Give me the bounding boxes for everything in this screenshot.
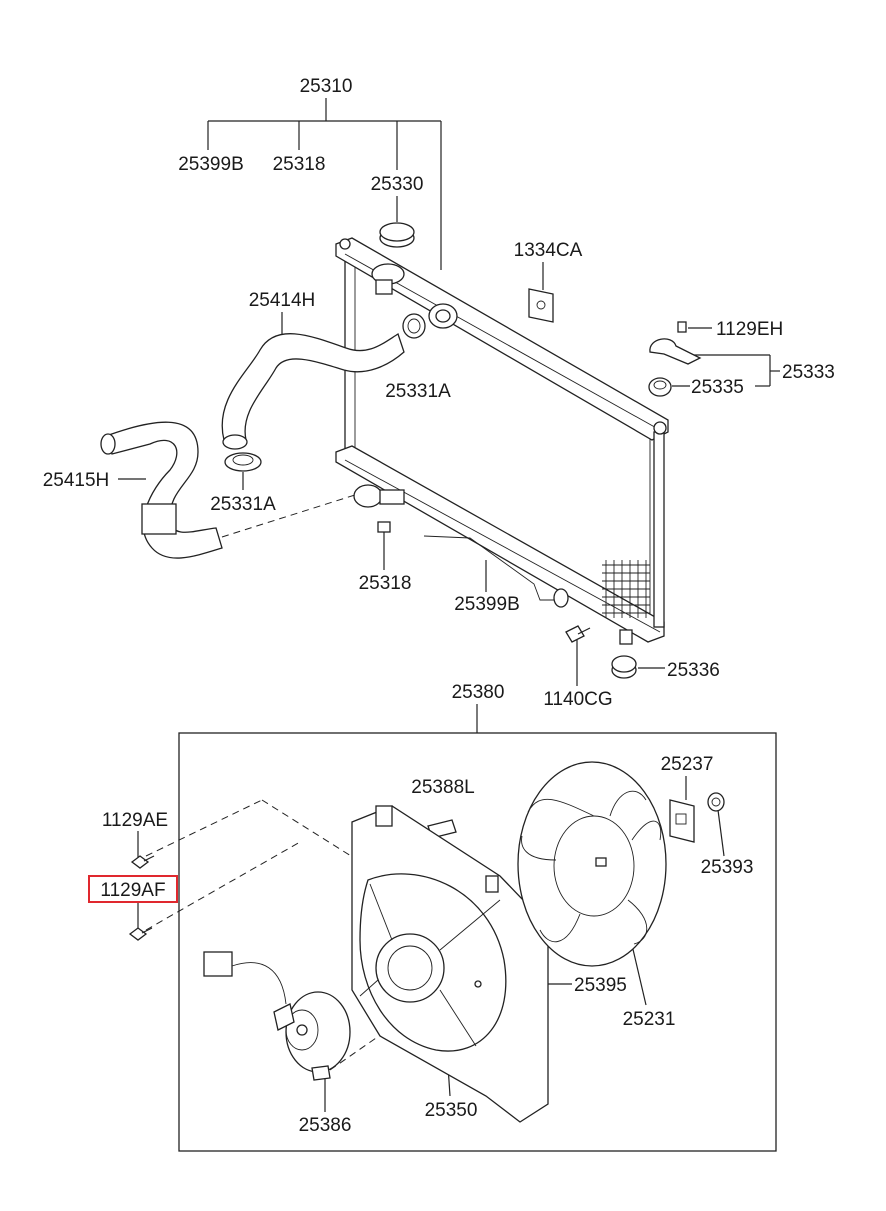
- label-25388L: 25388L: [411, 777, 474, 798]
- hose-25399B: [423, 535, 569, 608]
- label-25395: 25395: [574, 975, 627, 996]
- label-25350: 25350: [425, 1100, 478, 1121]
- bushing-25336: [611, 655, 637, 679]
- bolt-25318: [377, 521, 391, 540]
- label-1129EH: 1129EH: [716, 319, 783, 340]
- fan-motor-25386: [203, 951, 351, 1081]
- label-25331A-bottom: 25331A: [210, 494, 276, 515]
- radiator-cap-25330: [379, 222, 415, 248]
- label-25415H: 25415H: [43, 470, 110, 491]
- label-25333: 25333: [782, 362, 835, 383]
- label-25386: 25386: [299, 1115, 352, 1136]
- mount-bracket-25333: [648, 321, 702, 397]
- bracket-25237: [669, 799, 695, 843]
- label-25231: 25231: [623, 1009, 676, 1030]
- label-1129AE: 1129AE: [102, 810, 168, 831]
- hose-25415H: [100, 421, 359, 559]
- label-25336: 25336: [667, 660, 720, 681]
- label-1129AF[interactable]: 1129AF: [100, 880, 165, 901]
- bolt-1140CG: [565, 625, 591, 643]
- clamp-25331A-lower: [224, 452, 262, 472]
- label-25331A-top: 25331A: [385, 381, 451, 402]
- highlight-box-1129AF: [88, 875, 178, 903]
- label-25318-top: 25318: [273, 154, 326, 175]
- label-25330: 25330: [371, 174, 424, 195]
- clamp-25331A-upper: [402, 313, 426, 339]
- fan-blade-25231: [517, 761, 667, 967]
- label-25335: 25335: [691, 377, 744, 398]
- label-25318-bottom: 25318: [359, 573, 412, 594]
- bracket-1334CA: [528, 288, 554, 323]
- label-25399B-top: 25399B: [178, 154, 244, 175]
- washer-25393: [707, 792, 725, 812]
- label-1334CA: 1334CA: [514, 240, 583, 261]
- label-25393: 25393: [701, 857, 754, 878]
- bolt-1129AF: [128, 927, 153, 941]
- hose-25414H: [221, 333, 405, 450]
- radiator-assembly: [335, 237, 669, 645]
- part-labels: 25310 25399B 25318 25330 1334CA 25414H 1…: [43, 76, 835, 1136]
- leader-lines: [118, 98, 780, 1112]
- label-25237: 25237: [661, 754, 714, 775]
- fan-assembly-frame: [178, 732, 777, 1152]
- label-25399B-bottom: 25399B: [454, 594, 520, 615]
- bolt-1129AE: [130, 855, 155, 869]
- label-25380: 25380: [452, 682, 505, 703]
- label-25310: 25310: [300, 76, 353, 97]
- label-25414H: 25414H: [249, 290, 316, 311]
- fan-shroud-25350: [351, 805, 549, 1123]
- label-1140CG: 1140CG: [543, 689, 612, 710]
